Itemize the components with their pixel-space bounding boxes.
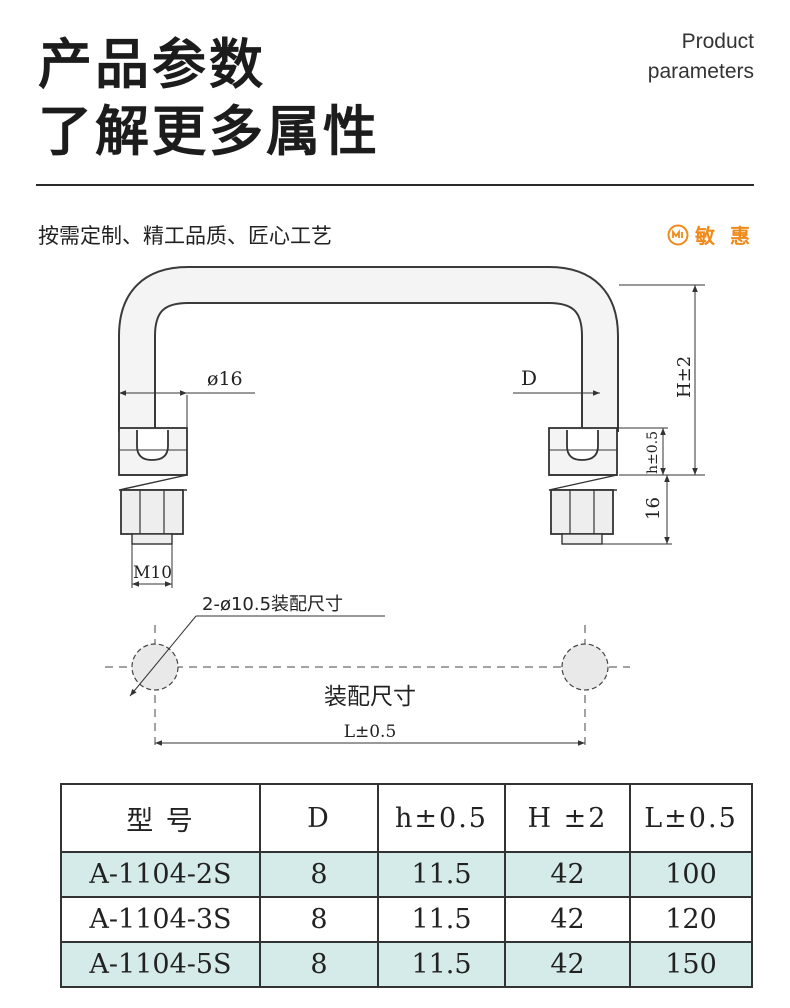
mount-label: 装配尺寸 xyxy=(324,684,416,710)
right-mount xyxy=(548,427,618,545)
brand: 敏 惠 xyxy=(667,220,754,249)
header-L: L±0.5 xyxy=(629,783,753,853)
hole-note: 2-ø10.5装配尺寸 xyxy=(202,594,343,615)
cell-h: 11.5 xyxy=(377,896,506,943)
dim-h-label: h±0.5 xyxy=(645,431,661,474)
dim-H-label: H±2 xyxy=(674,356,695,398)
cell-H: 42 xyxy=(504,896,631,943)
table-row: A-1104-5S 8 11.5 42 150 xyxy=(60,941,753,988)
mount-hole-left xyxy=(131,643,179,691)
cell-L: 100 xyxy=(629,851,753,898)
cell-H: 42 xyxy=(504,851,631,898)
brand-name: 敏 惠 xyxy=(695,224,754,248)
left-mount xyxy=(118,427,188,545)
cell-d: 8 xyxy=(259,941,379,988)
cell-L: 150 xyxy=(629,941,753,988)
page-title-line1: 产品参数 xyxy=(38,33,266,96)
table-row: A-1104-3S 8 11.5 42 120 xyxy=(60,896,753,943)
header-d: D xyxy=(259,783,379,853)
brand-logo-icon xyxy=(667,224,689,245)
english-title-line2: parameters xyxy=(647,60,754,83)
dim-L-label: L±0.5 xyxy=(344,722,397,742)
cell-model: A-1104-5S xyxy=(60,941,261,988)
header-H: H ±2 xyxy=(504,783,631,853)
english-title-line1: Product xyxy=(681,30,754,53)
cell-model: A-1104-2S xyxy=(60,851,261,898)
cell-h: 11.5 xyxy=(377,851,506,898)
header-h: h±0.5 xyxy=(377,783,506,853)
dim-M10-label: M10 xyxy=(133,563,172,583)
cell-H: 42 xyxy=(504,941,631,988)
handle-technical-drawing: ø16 D H±2 h±0.5 16 M10 2-ø10.5装配尺寸 装配尺寸 … xyxy=(105,266,705,746)
cell-d: 8 xyxy=(259,896,379,943)
dim-D-label: D xyxy=(521,366,537,390)
header-model: 型 号 xyxy=(60,783,261,853)
table-row: A-1104-2S 8 11.5 42 100 xyxy=(60,851,753,898)
cell-h: 11.5 xyxy=(377,941,506,988)
slogan: 按需定制、精工品质、匠心工艺 xyxy=(38,224,332,248)
header-divider xyxy=(36,184,754,186)
cell-d: 8 xyxy=(259,851,379,898)
page-title-line2: 了解更多属性 xyxy=(38,100,380,163)
dim-d16-label: ø16 xyxy=(207,368,243,390)
spec-table: 型 号 D h±0.5 H ±2 L±0.5 A-1104-2S 8 11.5 … xyxy=(60,783,753,988)
cell-L: 120 xyxy=(629,896,753,943)
table-header-row: 型 号 D h±0.5 H ±2 L±0.5 xyxy=(60,783,753,853)
cell-model: A-1104-3S xyxy=(60,896,261,943)
mount-hole-right xyxy=(561,643,609,691)
dim-16-label: 16 xyxy=(643,497,664,520)
handle-bar xyxy=(118,266,619,432)
